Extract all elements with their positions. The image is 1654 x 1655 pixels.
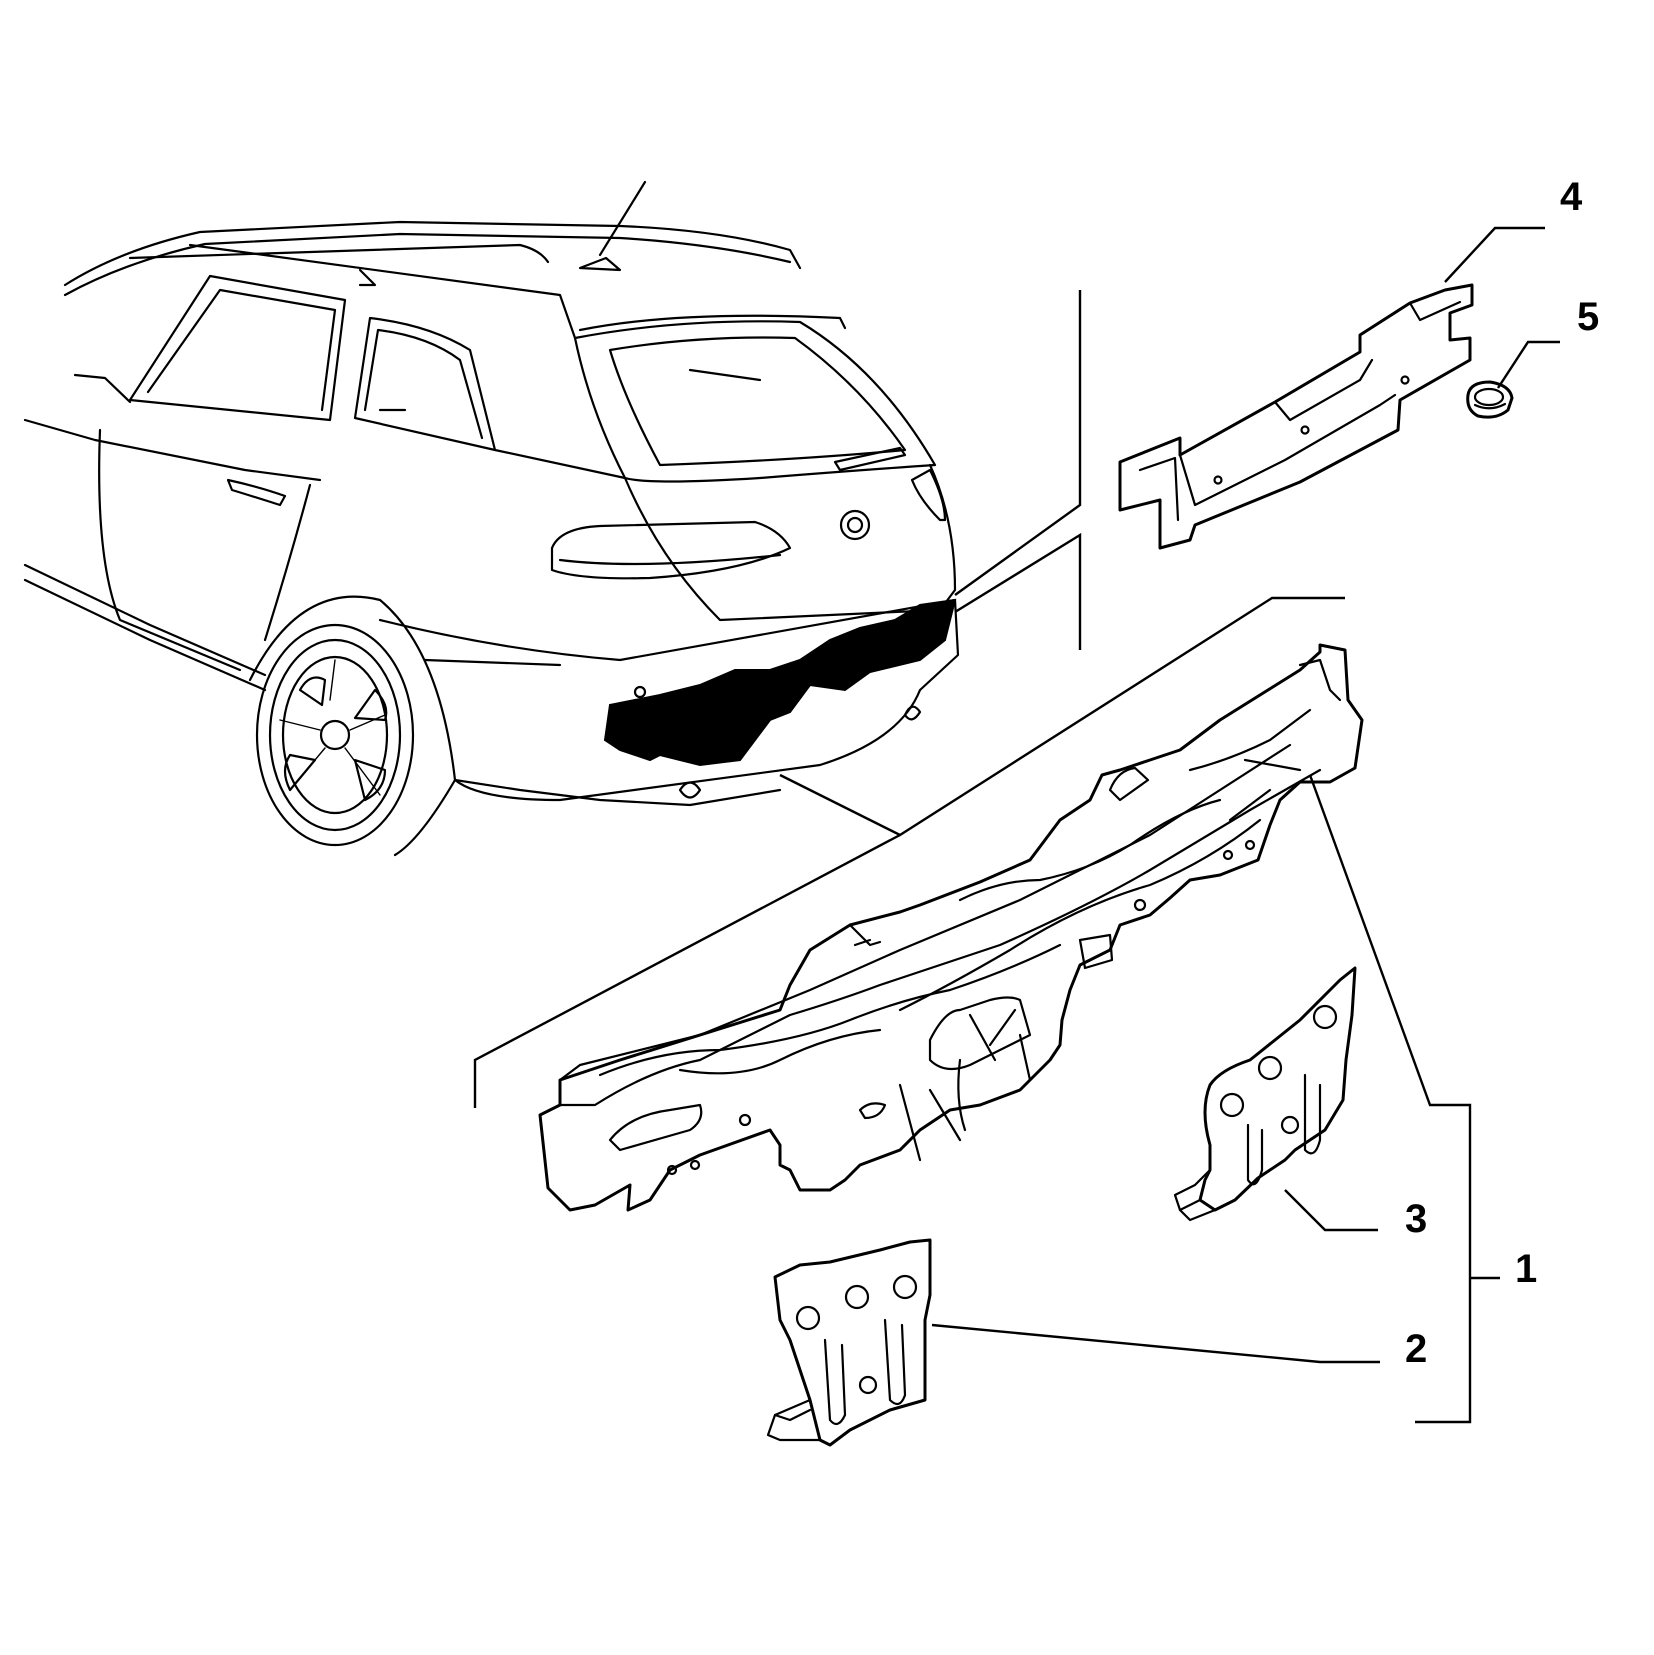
callout-2: 2 xyxy=(1405,1327,1427,1371)
cutaway-area xyxy=(603,598,957,767)
part-3-bracket-right xyxy=(1173,966,1357,1222)
callout-labels: 4 5 3 1 2 xyxy=(1405,175,1599,1371)
callout-3: 3 xyxy=(1405,1197,1427,1241)
callout-5: 5 xyxy=(1577,295,1599,339)
car-illustration xyxy=(23,180,960,857)
part-4-reinforcement-bar xyxy=(1118,283,1474,550)
part-1-rear-crossmember xyxy=(538,643,1364,1212)
part-5-clip-nut xyxy=(1466,380,1514,419)
part-2-bracket-left xyxy=(766,1238,932,1447)
callout-4: 4 xyxy=(1560,175,1583,219)
callout-leaders xyxy=(931,226,1560,1424)
guide-lines xyxy=(473,290,1345,1108)
callout-1: 1 xyxy=(1515,1247,1537,1291)
